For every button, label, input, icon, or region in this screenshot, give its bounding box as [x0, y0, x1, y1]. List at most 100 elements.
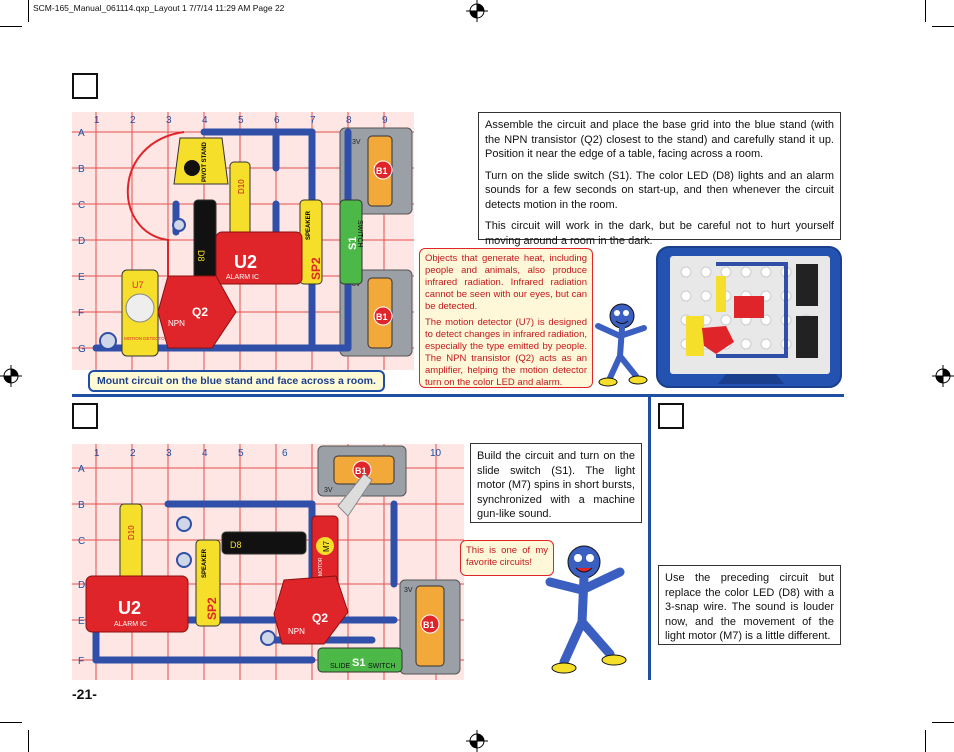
bubble-paragraph: The motion detector (U7) is designed to … — [425, 317, 587, 388]
grid-row-label: C — [78, 200, 85, 211]
section-divider — [72, 394, 844, 397]
battery-holder-b1: B1 3V — [317, 445, 407, 497]
favorite-bubble: This is one of my favorite circuits! — [460, 540, 554, 576]
battery-holder-b1-lower: B1 3V — [339, 269, 413, 357]
d10-label: D10 — [237, 179, 246, 194]
project-number-box — [72, 403, 98, 429]
file-slug: SCM-165_Manual_061114.qxp_Layout 1 7/7/1… — [33, 3, 285, 13]
npn-label: NPN — [288, 627, 305, 636]
column-divider — [648, 394, 651, 680]
crop-mark — [932, 26, 954, 27]
grid-row-label: B — [78, 500, 85, 511]
grid-row-label: A — [78, 464, 85, 475]
d8-label: D8 — [230, 540, 242, 550]
crop-mark — [28, 0, 29, 22]
registration-mark-icon — [0, 365, 22, 387]
svg-text:3V: 3V — [352, 139, 361, 146]
q2-label: Q2 — [192, 305, 208, 319]
instructions-bottom-right: Use the preceding circuit but replace th… — [658, 565, 841, 645]
bubble-paragraph: Objects that generate heat, including pe… — [425, 253, 587, 312]
grid-col-label: 4 — [202, 115, 208, 126]
svg-text:B1: B1 — [376, 312, 388, 322]
grid-row-label: D — [78, 580, 85, 591]
m7-label: M7 — [322, 540, 331, 552]
s1-label: S1 — [352, 657, 365, 669]
circuit-diagram-top: 1 2 3 4 5 6 7 8 9 A B C D E F G B1 3V B1… — [72, 112, 414, 370]
light-motor-label: LIGHT MOTOR — [318, 557, 324, 592]
u7-label: U7 — [132, 280, 144, 290]
grid-col-label: 3 — [166, 448, 172, 459]
grid-col-label: 7 — [310, 115, 316, 126]
svg-text:B1: B1 — [376, 166, 388, 176]
instruction-paragraph: Turn on the slide switch (S1). The color… — [485, 169, 834, 211]
instructions-top: Assemble the circuit and place the base … — [478, 112, 841, 247]
mascot-icon — [595, 303, 648, 387]
pivot-stand-label: PIVOT STAND — [202, 141, 208, 182]
crop-mark — [932, 722, 954, 723]
page-number: -21- — [72, 686, 97, 702]
crop-mark — [925, 730, 926, 752]
info-bubble-infrared: Objects that generate heat, including pe… — [419, 248, 593, 388]
registration-mark-icon — [466, 730, 488, 752]
battery-holder-b1: B1 3V — [339, 127, 413, 215]
project-number-box — [658, 403, 684, 429]
svg-text:3V: 3V — [404, 587, 413, 594]
instructions-bottom-left: Build the circuit and turn on the slide … — [470, 443, 642, 523]
grid-col-label: 10 — [430, 448, 442, 459]
registration-mark-icon — [466, 0, 488, 22]
motion-detector-label: MOTION DETECTOR — [124, 336, 169, 341]
grid-col-label: 4 — [202, 448, 208, 459]
grid-row-label: B — [78, 164, 85, 175]
alarm-ic-label: ALARM IC — [114, 621, 147, 628]
grid-col-label: 6 — [274, 115, 280, 126]
slide-label: SLIDE — [330, 663, 351, 670]
grid-row-label: F — [78, 308, 84, 319]
grid-row-label: E — [78, 272, 85, 283]
grid-row-label: E — [78, 616, 85, 627]
grid-row-label: F — [78, 656, 84, 667]
switch-label: SWITCH — [356, 220, 363, 248]
u2-label: U2 — [234, 252, 257, 272]
crop-mark — [28, 730, 29, 752]
grid-col-label: 5 — [238, 448, 244, 459]
speaker-label: SPEAKER — [306, 210, 312, 240]
instruction-paragraph: Assemble the circuit and place the base … — [485, 119, 834, 160]
grid-row-label: A — [78, 128, 85, 139]
sp2-label: SP2 — [205, 597, 219, 620]
alarm-ic-label: ALARM IC — [226, 274, 259, 281]
switch-label: SWITCH — [368, 663, 396, 670]
project-number-box — [72, 73, 98, 99]
circuit-diagram-bottom: 1 2 3 4 5 6 7 8 9 10 A B C D E F B1 3V B… — [72, 444, 464, 680]
grid-col-label: 2 — [130, 115, 136, 126]
instruction-paragraph: This circuit will work in the dark, but … — [485, 220, 834, 247]
s1-label: S1 — [347, 237, 359, 250]
d10-label: D10 — [127, 525, 136, 540]
svg-text:B1: B1 — [355, 466, 367, 476]
crop-mark — [0, 722, 22, 723]
grid-col-label: 9 — [382, 115, 388, 126]
q2-label: Q2 — [312, 611, 328, 625]
grid-row-label: G — [78, 344, 86, 355]
battery-holder-b1-lower: B1 3V — [399, 579, 461, 675]
grid-col-label: 6 — [282, 448, 288, 459]
svg-text:B1: B1 — [423, 620, 435, 630]
grid-col-label: 2 — [130, 448, 136, 459]
grid-col-label: 3 — [166, 115, 172, 126]
grid-row-label: C — [78, 536, 85, 547]
svg-text:3V: 3V — [324, 487, 333, 494]
crop-mark — [0, 26, 22, 27]
grid-col-label: 5 — [238, 115, 244, 126]
u2-label: U2 — [118, 598, 141, 618]
sp2-label: SP2 — [309, 257, 323, 280]
grid-col-label: 1 — [94, 448, 100, 459]
stand-photo — [656, 246, 842, 388]
grid-col-label: 1 — [94, 115, 100, 126]
mascot-icon — [545, 545, 627, 674]
speaker-label: SPEAKER — [202, 548, 208, 578]
registration-mark-icon — [932, 365, 954, 387]
mount-caption: Mount circuit on the blue stand and face… — [88, 370, 385, 392]
npn-label: NPN — [168, 319, 185, 328]
crop-mark — [925, 0, 926, 22]
d8-label: D8 — [196, 250, 206, 262]
grid-row-label: D — [78, 236, 85, 247]
